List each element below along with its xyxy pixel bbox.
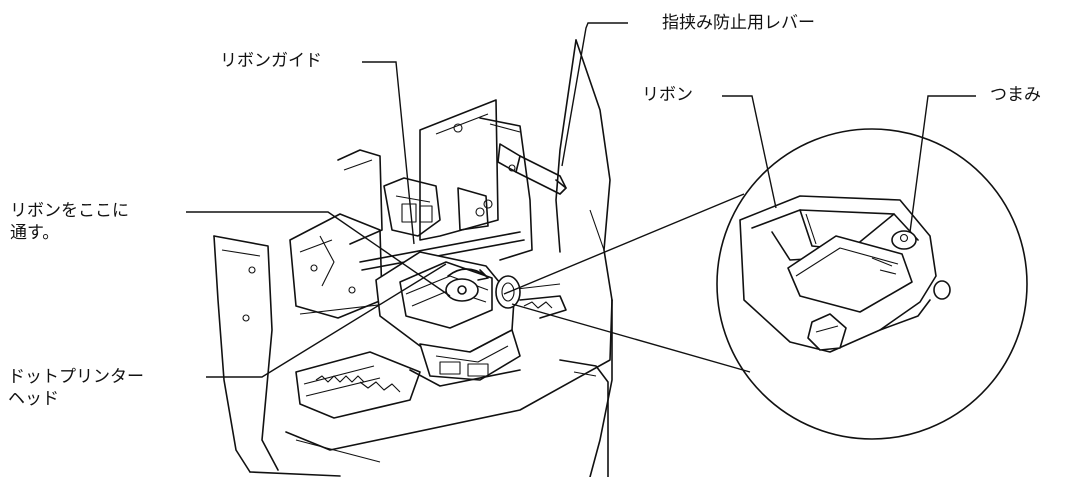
label-dot-printer-head: ドットプリンター ヘッド [8,367,144,409]
label-finger-guard-lever: 指挟み防止用レバー [662,13,815,33]
leader-lines [186,22,976,378]
finger-guard-lever [497,143,567,195]
label-pass-ribbon-here: リボンをここに 通す。 [10,201,129,243]
platen-area [295,295,567,419]
printer-housing [213,39,613,477]
label-ribbon: リボン [642,85,693,105]
label-ribbon-guide: リボンガイド [220,51,322,71]
label-knob: つまみ [990,85,1041,105]
print-head-carriage [375,251,521,387]
printer-frame [289,99,561,319]
ribbon-cassette [739,195,951,353]
